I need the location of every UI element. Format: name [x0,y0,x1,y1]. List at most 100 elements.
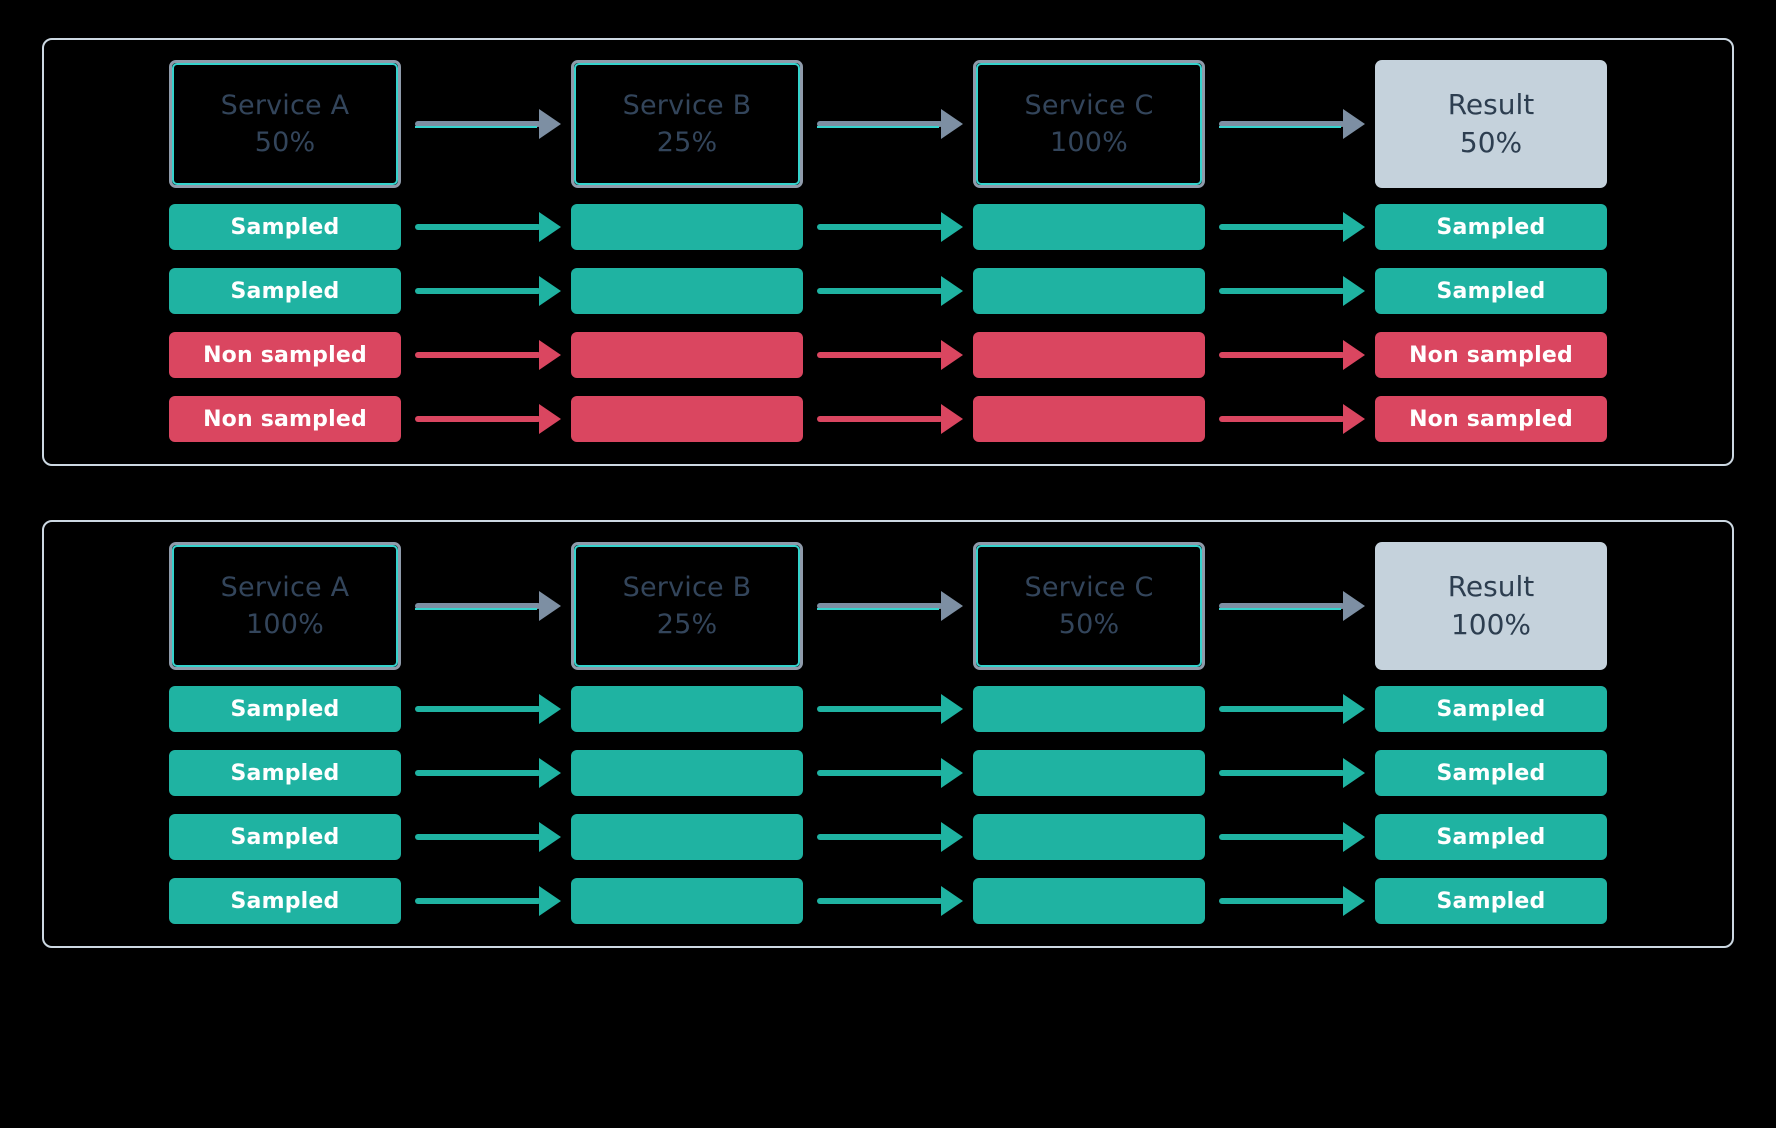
arrow-accent [1219,126,1341,128]
trace-arrow-2 [803,694,973,724]
trace-arrow-2 [803,886,973,916]
panel-1-header-row: Service A 50% Service B 25% Service C 10… [169,58,1607,190]
trace-bar-result[interactable]: Sampled [1375,814,1607,860]
arrow-shaft [817,770,943,776]
panel-1-node-result[interactable]: Result 50% [1375,60,1607,188]
panel-1-node-service-c[interactable]: Service C 100% [973,60,1205,188]
trace-bar-service-c[interactable] [973,204,1205,250]
panel-2-node-service-b[interactable]: Service B 25% [571,542,803,670]
panel-1-header-arrow-1 [401,109,571,139]
trace-arrow-3 [1205,340,1375,370]
trace-bar-service-a[interactable]: Non sampled [169,396,401,442]
panel-2-trace-row-2: Sampled Sampled [169,748,1607,798]
trace-bar-service-b[interactable] [571,396,803,442]
trace-bar-service-c[interactable] [973,814,1205,860]
trace-bar-result[interactable]: Sampled [1375,686,1607,732]
trace-bar-service-a[interactable]: Sampled [169,814,401,860]
arrow-shaft [1219,416,1345,422]
arrow-head-icon [941,886,963,916]
trace-bar-service-a[interactable]: Sampled [169,204,401,250]
trace-bar-service-a[interactable]: Sampled [169,686,401,732]
arrow-head-icon [941,404,963,434]
trace-arrow-3 [1205,404,1375,434]
trace-bar-service-c[interactable] [973,332,1205,378]
panel-2-trace-row-3: Sampled Sampled [169,812,1607,862]
trace-arrow-3 [1205,212,1375,242]
panel-2-header-arrow-3 [1205,591,1375,621]
trace-bar-service-c[interactable] [973,268,1205,314]
arrow-shaft [1219,603,1345,609]
panel-1-trace-row-3: Non sampled Non sampled [169,330,1607,380]
trace-bar-service-b[interactable] [571,268,803,314]
trace-bar-result[interactable]: Non sampled [1375,332,1607,378]
arrow-head-icon [539,886,561,916]
arrow-head-icon [1343,822,1365,852]
arrow-head-icon [1343,886,1365,916]
arrow-shaft [415,770,541,776]
node-value: 100% [1450,608,1532,641]
trace-bar-result[interactable]: Sampled [1375,268,1607,314]
arrow-head-icon [941,758,963,788]
arrow-head-icon [539,276,561,306]
trace-arrow-2 [803,276,973,306]
trace-bar-service-b[interactable] [571,332,803,378]
arrow-accent [817,126,939,128]
panel-2-header-arrow-2 [803,591,973,621]
panel-2-node-result[interactable]: Result 100% [1375,542,1607,670]
trace-bar-service-c[interactable] [973,686,1205,732]
panel-1-node-service-b[interactable]: Service B 25% [571,60,803,188]
arrow-shaft [415,352,541,358]
trace-bar-service-b[interactable] [571,814,803,860]
panel-1-header-arrow-3 [1205,109,1375,139]
trace-bar-service-b[interactable] [571,686,803,732]
trace-bar-service-c[interactable] [973,878,1205,924]
node-value: 50% [1459,126,1523,159]
arrow-head-icon [539,109,561,139]
trace-arrow-3 [1205,758,1375,788]
trace-bar-service-b[interactable] [571,878,803,924]
trace-arrow-1 [401,822,571,852]
trace-arrow-2 [803,340,973,370]
node-value: 100% [246,609,324,640]
node-title: Service C [1024,571,1154,603]
node-title: Result [1447,569,1535,603]
trace-bar-service-a[interactable]: Non sampled [169,332,401,378]
panel-2-node-service-a[interactable]: Service A 100% [169,542,401,670]
node-value: 25% [656,127,718,158]
arrow-head-icon [941,109,963,139]
panel-1-trace-row-4: Non sampled Non sampled [169,394,1607,444]
arrow-head-icon [539,340,561,370]
trace-bar-service-a[interactable]: Sampled [169,750,401,796]
trace-arrow-2 [803,212,973,242]
panel-2-header-row: Service A 100% Service B 25% Service C 5… [169,540,1607,672]
arrow-shaft [415,706,541,712]
arrow-head-icon [1343,694,1365,724]
trace-bar-result[interactable]: Sampled [1375,878,1607,924]
trace-bar-service-a[interactable]: Sampled [169,878,401,924]
arrow-shaft [1219,898,1345,904]
panel-1-trace-row-2: Sampled Sampled [169,266,1607,316]
trace-bar-result[interactable]: Sampled [1375,204,1607,250]
trace-bar-service-a[interactable]: Sampled [169,268,401,314]
trace-bar-service-c[interactable] [973,396,1205,442]
trace-arrow-1 [401,212,571,242]
arrow-shaft [415,224,541,230]
arrow-shaft [415,898,541,904]
arrow-head-icon [941,591,963,621]
arrow-head-icon [1343,109,1365,139]
trace-bar-result[interactable]: Sampled [1375,750,1607,796]
panel-2-node-service-c[interactable]: Service C 50% [973,542,1205,670]
arrow-shaft [415,603,541,609]
arrow-head-icon [941,694,963,724]
arrow-head-icon [941,212,963,242]
trace-arrow-3 [1205,276,1375,306]
panel-1-node-service-a[interactable]: Service A 50% [169,60,401,188]
arrow-head-icon [1343,212,1365,242]
trace-bar-result[interactable]: Non sampled [1375,396,1607,442]
trace-bar-service-b[interactable] [571,204,803,250]
trace-bar-service-b[interactable] [571,750,803,796]
arrow-head-icon [1343,758,1365,788]
trace-bar-service-c[interactable] [973,750,1205,796]
arrow-head-icon [1343,591,1365,621]
